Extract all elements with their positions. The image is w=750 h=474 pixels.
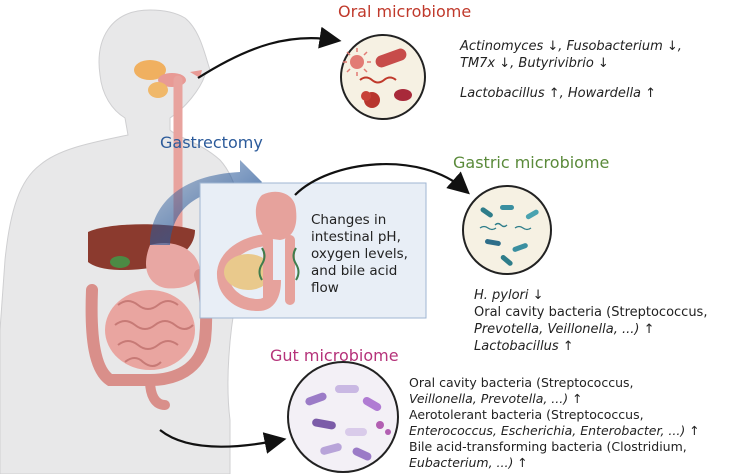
- oral-line-2: TM7x ↓, Butyrivibrio ↓: [460, 56, 609, 71]
- gut-line-3: Aerotolerant bacteria (Streptococcus,: [409, 407, 644, 422]
- changes-line-2: intestinal pH,: [311, 229, 401, 245]
- gut-line-6: Eubacterium, ...) ↑: [409, 455, 528, 470]
- changes-text: Changes in intestinal pH, oxygen levels,…: [311, 212, 408, 297]
- gastric-microbiome-title: Gastric microbiome: [453, 153, 610, 172]
- oral-microbiome-text: Actinomyces ↓, Fusobacterium ↓, TM7x ↓, …: [460, 38, 682, 102]
- oral-line-3: Lactobacillus ↑, Howardella ↑: [460, 86, 657, 101]
- gut-microbiome-text: Oral cavity bacteria (Streptococcus, Vei…: [409, 375, 700, 471]
- gastric-line-1: H. pylori ↓: [474, 288, 544, 303]
- changes-line-4: and bile acid: [311, 263, 398, 279]
- gastric-microbes-icon: [462, 185, 552, 275]
- gastrectomy-label: Gastrectomy: [160, 133, 263, 152]
- stomach-shape: [145, 242, 200, 289]
- gastrectomy-arrow: [150, 160, 262, 245]
- gut-line-4: Enterococcus, Escherichia, Enterobacter,…: [409, 423, 700, 438]
- oral-arrow: [197, 26, 342, 79]
- gastric-microbiome-text: H. pylori ↓ Oral cavity bacteria (Strept…: [474, 287, 707, 355]
- gastric-line-3: Prevotella, Veillonella, ...) ↑: [474, 322, 655, 337]
- post-gastrectomy-stomach-icon: [217, 191, 300, 312]
- gastric-line-4: Lactobacillus ↑: [474, 339, 574, 354]
- gastric-arrow: [294, 163, 470, 196]
- oral-microbiome-title: Oral microbiome: [338, 2, 472, 21]
- gastric-line-2: Oral cavity bacteria (Streptococcus,: [474, 305, 708, 320]
- changes-line-3: oxygen levels,: [311, 246, 408, 262]
- gut-microbiome-title: Gut microbiome: [270, 346, 399, 365]
- changes-line-5: flow: [311, 280, 339, 296]
- gut-line-2: Veillonella, Prevotella, ...) ↑: [409, 391, 583, 406]
- gut-line-1: Oral cavity bacteria (Streptococcus,: [409, 375, 634, 390]
- gut-microbes-icon: [287, 361, 399, 473]
- changes-line-1: Changes in: [311, 212, 387, 228]
- gut-arrow: [159, 429, 287, 454]
- gut-line-5: Bile acid-transforming bacteria (Clostri…: [409, 439, 687, 454]
- oral-microbes-icon: [340, 34, 426, 120]
- gallbladder-shape: [110, 256, 130, 268]
- oral-line-1: Actinomyces ↓, Fusobacterium ↓,: [460, 39, 682, 54]
